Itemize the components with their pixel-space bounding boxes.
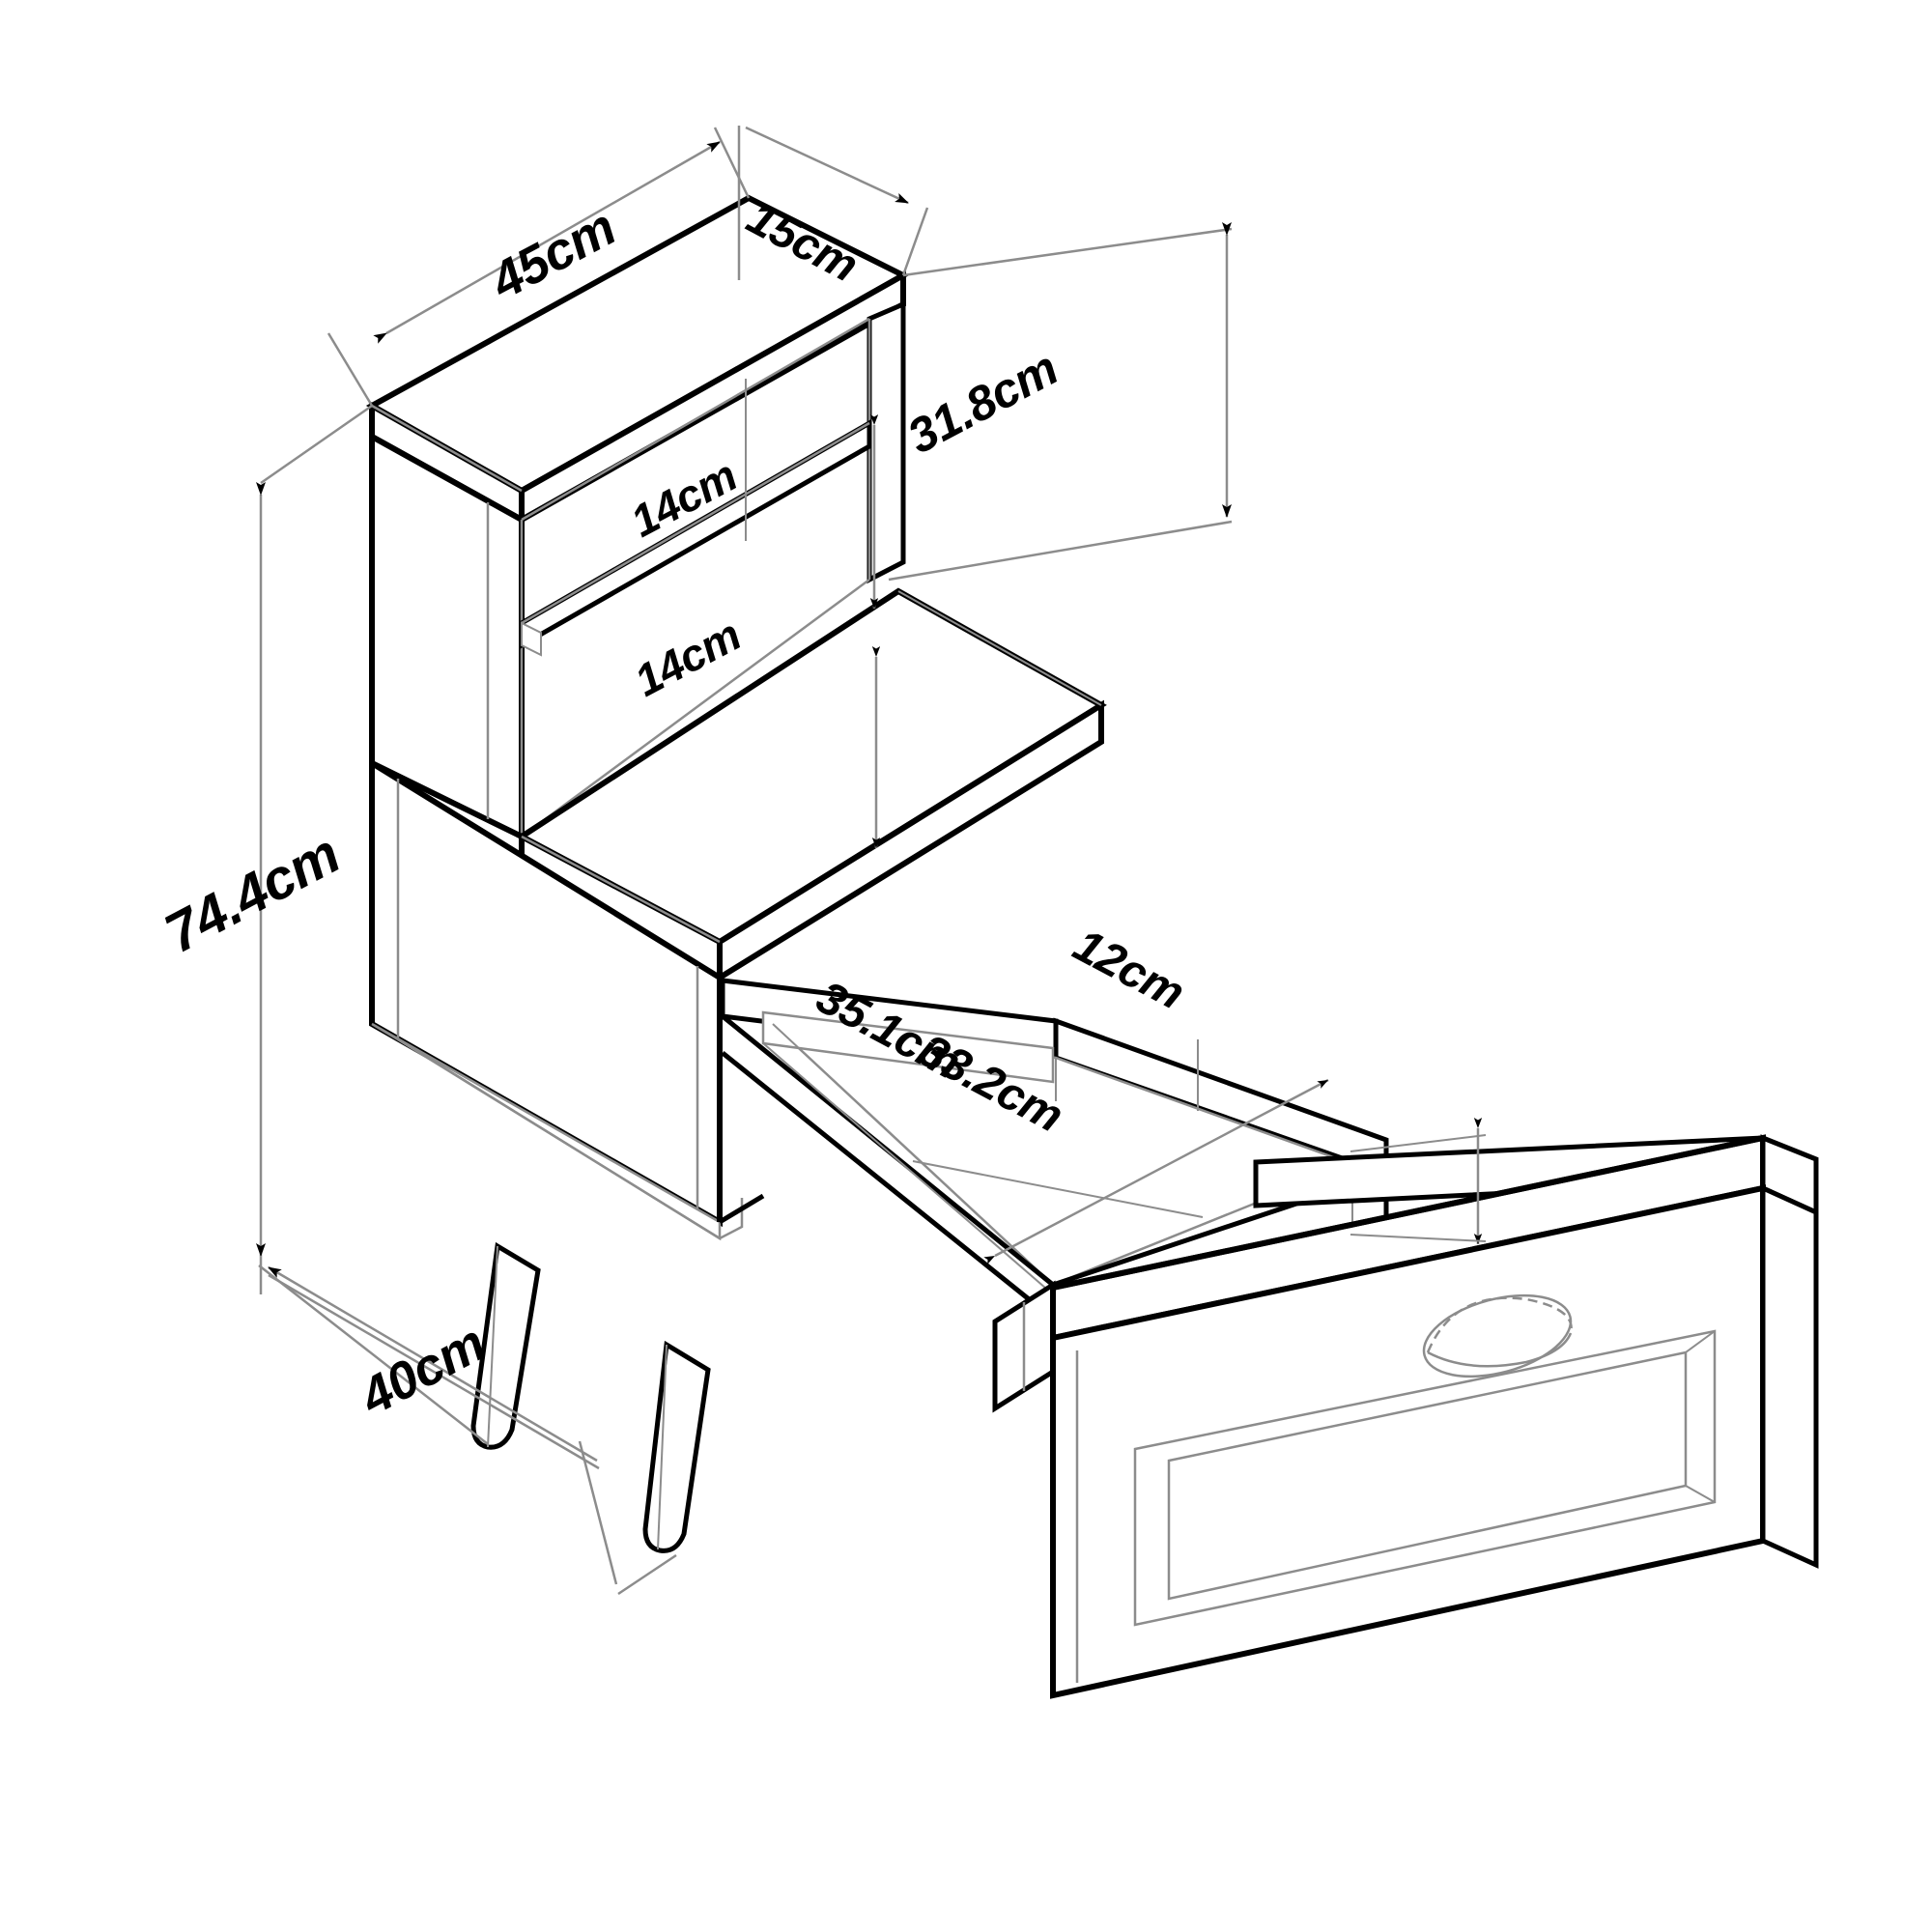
- dimension-40cm: [259, 1256, 677, 1596]
- cabinet-body: [369, 757, 765, 1241]
- dimension-15cm: [737, 126, 929, 280]
- dimension-31_8cm: [888, 222, 1233, 582]
- worktop-surface: [516, 587, 1107, 983]
- upper-shelf: [519, 418, 872, 657]
- cup-handle: [1422, 1293, 1573, 1378]
- dimension-45cm: [327, 127, 751, 407]
- dimension-74_4cm: [256, 404, 489, 1445]
- upper-open-compartment: [365, 194, 910, 841]
- dimension-12cm: [1350, 1118, 1487, 1244]
- tapered-leg-back: [642, 1340, 711, 1553]
- dimension-35_1cm: [983, 1078, 1329, 1264]
